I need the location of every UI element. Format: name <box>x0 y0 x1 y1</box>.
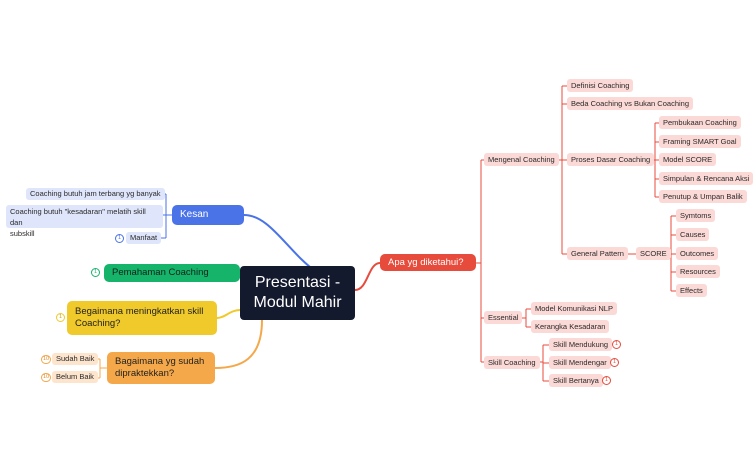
topic-score-item[interactable]: Symtoms <box>676 209 716 222</box>
topic-beda-coaching[interactable]: Beda Coaching vs Bukan Coaching <box>567 97 693 110</box>
notes-badge[interactable]: 1 <box>602 376 611 385</box>
notes-badge[interactable]: 1 <box>115 234 124 243</box>
notes-badge[interactable]: 10 <box>41 355 52 364</box>
notes-badge[interactable]: 1 <box>56 313 65 322</box>
topic-skill-item[interactable]: Skill Mendengar <box>549 356 611 369</box>
topic-kesan-item[interactable]: Coaching butuh jam terbang yg banyak <box>26 188 165 200</box>
topic-essential-item[interactable]: Kerangka Kesadaran <box>531 320 610 333</box>
topic-skill-coaching[interactable]: Skill Coaching <box>484 356 540 369</box>
topic-bagaimana-dipraktekkan[interactable]: Bagaimana yg sudah dipraktekkan? <box>107 352 215 384</box>
topic-score-item[interactable]: Effects <box>676 284 707 297</box>
topic-mengenal-coaching[interactable]: Mengenal Coaching <box>484 153 559 166</box>
topic-proses-item[interactable]: Pembukaan Coaching <box>659 116 741 129</box>
topic-proses-item[interactable]: Penutup & Umpan Balik <box>659 190 747 203</box>
topic-manfaat[interactable]: Manfaat <box>126 232 162 244</box>
topic-kesan[interactable]: Kesan <box>172 205 244 225</box>
notes-badge[interactable]: 1 <box>91 268 100 277</box>
topic-sudah-baik[interactable]: Sudah Baik <box>52 353 99 365</box>
topic-skill-item[interactable]: Skill Mendukung <box>549 338 613 351</box>
topic-score-item[interactable]: Resources <box>676 265 720 278</box>
topic-proses-item[interactable]: Framing SMART Goal <box>659 135 741 148</box>
topic-general-pattern[interactable]: General Pattern <box>567 247 628 260</box>
topic-proses-dasar-coaching[interactable]: Proses Dasar Coaching <box>567 153 655 166</box>
topic-definisi-coaching[interactable]: Definisi Coaching <box>567 79 634 92</box>
topic-essential-item[interactable]: Model Komunikasi NLP <box>531 302 617 315</box>
topic-skill-item[interactable]: Skill Bertanya <box>549 374 603 387</box>
topic-score-item[interactable]: Outcomes <box>676 247 719 260</box>
central-topic[interactable]: Presentasi - Modul Mahir <box>240 266 355 320</box>
topic-score[interactable]: SCORE <box>636 247 671 260</box>
topic-begaimana-meningkatkan[interactable]: Begaimana meningkatkan skill Coaching? <box>67 301 217 335</box>
notes-badge[interactable]: 10 <box>41 373 52 382</box>
topic-kesan-item[interactable]: Coaching butuh "kesadaran" melatih skill… <box>6 205 163 238</box>
topic-apa-yg-diketahui[interactable]: Apa yg diketahui? <box>380 254 476 271</box>
notes-badge[interactable]: 1 <box>610 358 619 367</box>
notes-badge[interactable]: 1 <box>612 340 621 349</box>
topic-belum-baik[interactable]: Belum Baik <box>52 371 98 383</box>
topic-pemahaman-coaching[interactable]: Pemahaman Coaching <box>104 264 240 282</box>
topic-proses-item[interactable]: Simpulan & Rencana Aksi <box>659 172 754 185</box>
topic-proses-item[interactable]: Model SCORE <box>659 153 717 166</box>
topic-essential[interactable]: Essential <box>484 311 523 324</box>
topic-score-item[interactable]: Causes <box>676 228 710 241</box>
